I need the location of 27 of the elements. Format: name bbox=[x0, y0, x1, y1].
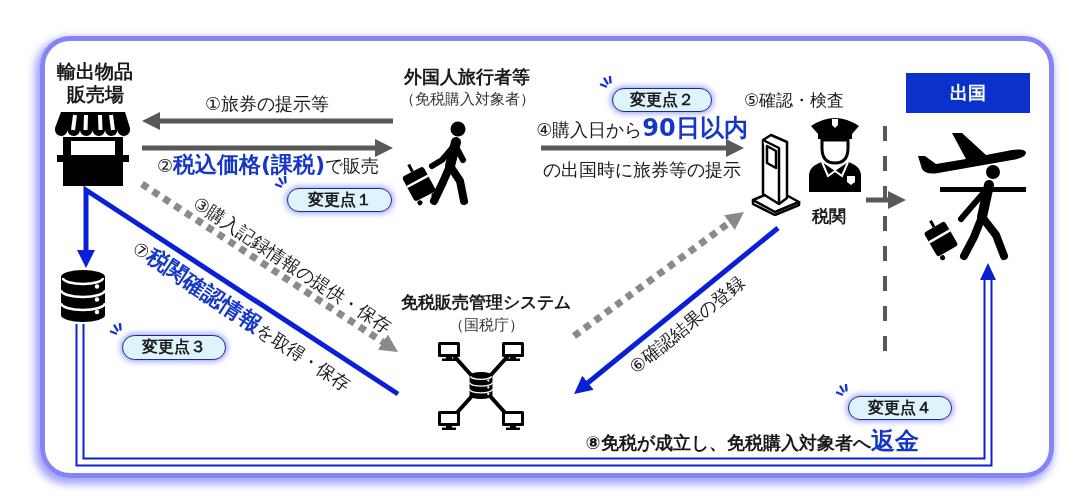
heading-text: 外国人旅行者等 bbox=[403, 66, 531, 88]
subtitle-text: （国税庁） bbox=[447, 316, 525, 335]
change-badge: 変更点４ bbox=[848, 396, 952, 420]
database-icon bbox=[58, 268, 108, 324]
arrow bbox=[866, 191, 906, 209]
edge-label: ⑥確認結果の登録 bbox=[625, 271, 750, 379]
heading-text: 税関 bbox=[810, 206, 847, 227]
arrow bbox=[77, 185, 400, 397]
arrow bbox=[142, 112, 393, 130]
title-banner: 出国 bbox=[906, 73, 1030, 113]
edge-label: ④購入日から90日以内の出国時に旅券等の提示 bbox=[535, 113, 749, 182]
heading-text: 輸出物品販売場 bbox=[56, 60, 134, 107]
arrow bbox=[574, 226, 780, 394]
change-badge: 変更点２ bbox=[612, 88, 712, 112]
step-label: ⑤確認・検査 bbox=[744, 90, 846, 111]
subtitle-text: （免税購入対象者） bbox=[398, 90, 536, 109]
heading-text: 免税販売管理システム bbox=[400, 292, 572, 313]
edge-label: ①旅券の提示等 bbox=[204, 93, 330, 115]
arrow bbox=[571, 212, 744, 339]
double-arrow bbox=[75, 263, 996, 467]
arrow bbox=[142, 139, 393, 157]
change-badge: 変更点３ bbox=[122, 335, 226, 360]
edge-label: ⑧免税が成立し、免税購入対象者へ返金 bbox=[585, 426, 919, 456]
edge-label: ②税込価格(課税)で販売 bbox=[156, 151, 380, 179]
arrow bbox=[541, 139, 744, 157]
arrow bbox=[140, 181, 398, 352]
change-badge: 変更点１ bbox=[287, 188, 392, 212]
